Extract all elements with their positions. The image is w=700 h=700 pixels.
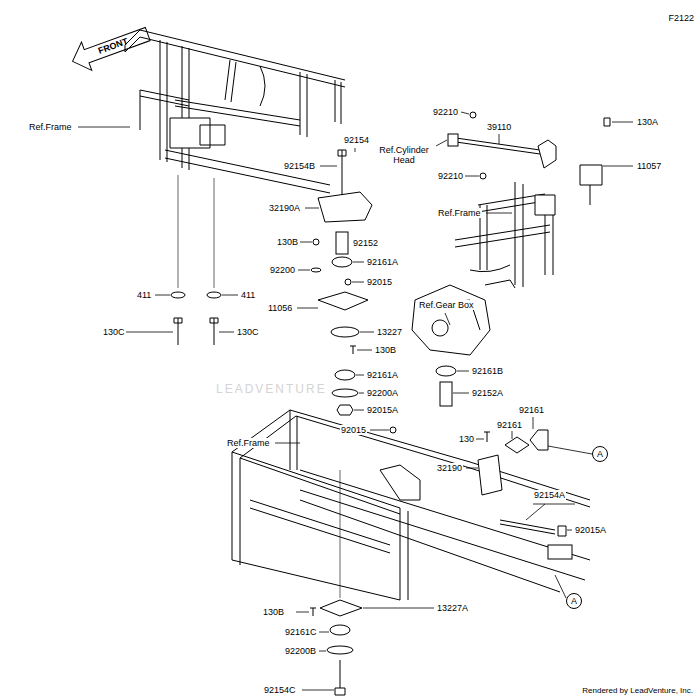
watermark: LEADVENTURE [215,382,328,396]
callout-number: 92154C [263,685,297,695]
callout-number: 92161C [284,627,318,637]
callout-number: 32190A [268,203,301,213]
callout-number: 92161A [366,370,399,380]
callout-number: 92200B [284,646,317,656]
callout-number: 411 [240,290,256,300]
sheet-code: F2122 [667,13,695,23]
callout-number: 92161 [518,405,545,415]
callout-number: 92210 [437,171,464,181]
callout-number: 130C [236,327,260,337]
callout-number: 130C [102,327,126,337]
callout-number: 13227A [436,603,469,613]
callout-number: 92154A [533,490,566,500]
reference-name: Ref.Cylinder Head [372,145,436,165]
callout-number: 130B [262,607,285,617]
callout-number: 92161B [471,366,504,376]
reference-name: Ref.Frame [28,122,73,132]
callout-number: 11056 [267,303,293,313]
callout-number: 92210 [432,107,459,117]
callout-number: 92161A [366,257,399,267]
callout-number: 92152A [471,388,504,398]
callout-number: 92015A [366,405,399,415]
reference-name: Ref.Frame [226,438,271,448]
callout-number: 92161 [496,420,523,430]
reference-name: Ref.Gear Box [418,300,475,310]
callout-number: 32190 [436,463,463,473]
callout-number: 92152 [352,238,379,248]
callout-number: 92154 [343,135,370,145]
reference-name: Ref.Frame [437,208,482,218]
callout-number: 13227 [376,327,403,337]
callout-number: 92015A [574,525,607,535]
callout-number: 130A [636,117,659,127]
callout-number: 92200A [366,388,399,398]
reference-circle: A [592,446,608,462]
callout-number: 130B [276,237,299,247]
callout-number: 92200 [269,265,296,275]
credit-note: Rendered by LeadVenture, Inc. [581,686,694,696]
reference-letter: A [571,596,577,606]
callout-number: 130 [458,434,475,444]
callout-number: 130B [374,345,397,355]
callout-number: 39110 [486,122,512,132]
callout-number: 11057 [636,161,662,171]
callout-number: 411 [136,290,152,300]
callout-number: 92015 [366,277,393,287]
callout-number: 92154B [283,161,316,171]
callout-number: 92015 [340,425,367,435]
reference-circle: A [566,593,582,609]
reference-letter: A [597,449,603,459]
